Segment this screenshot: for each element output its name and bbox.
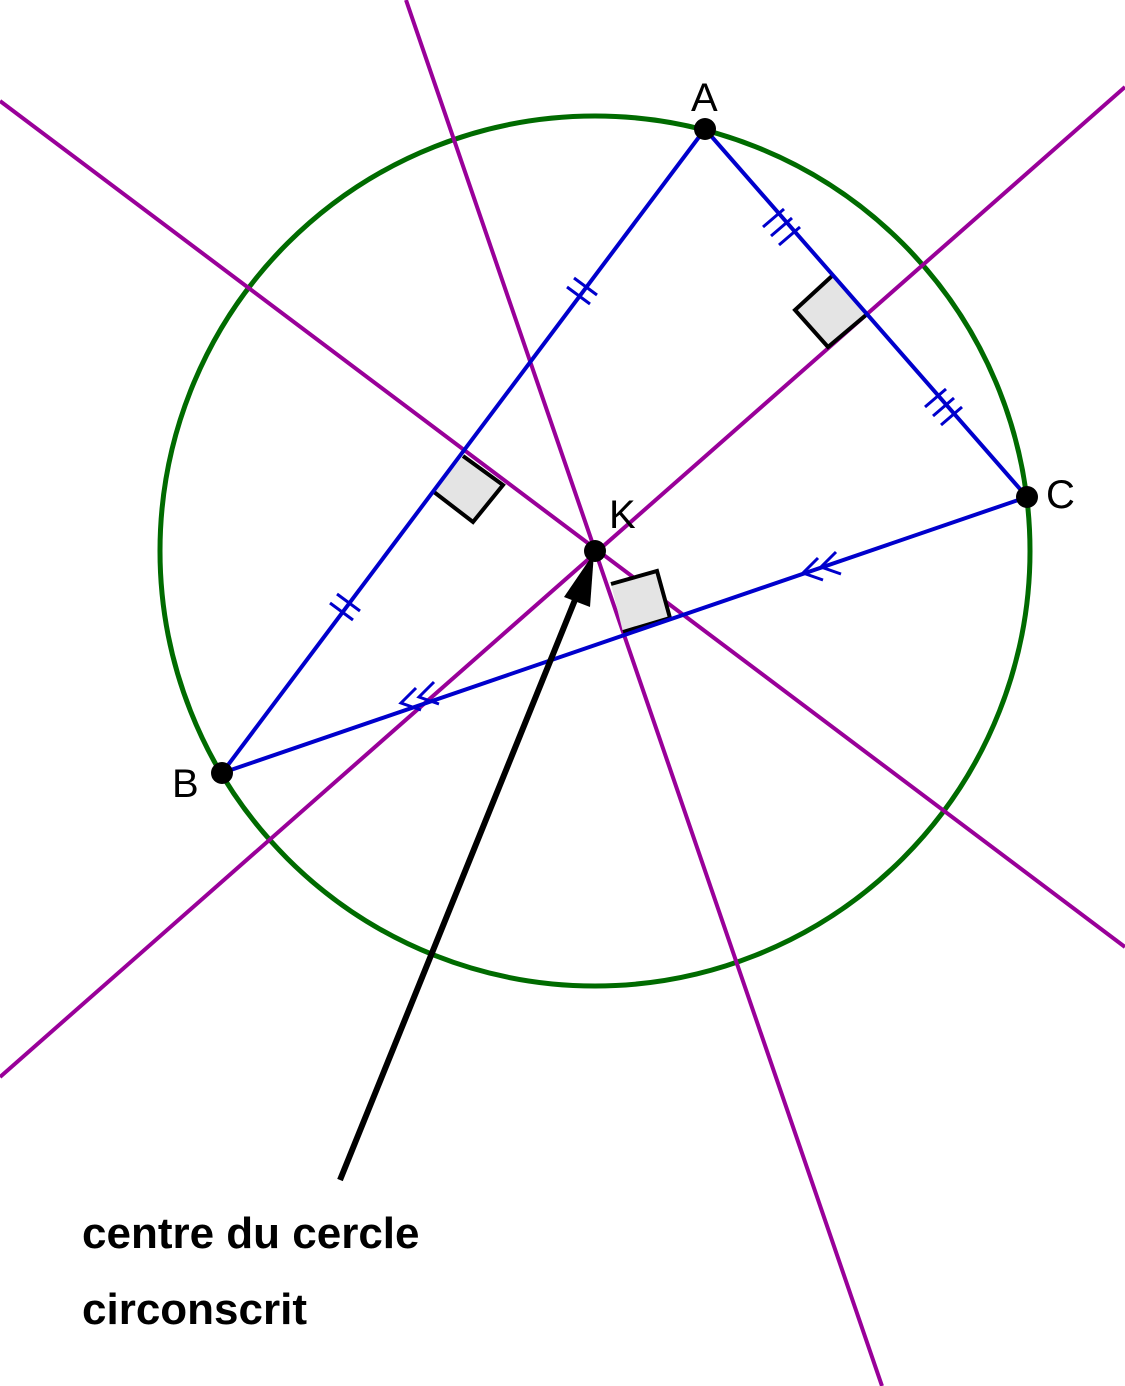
label-b: B: [172, 762, 199, 806]
label-a: A: [691, 76, 718, 120]
tick-mark-ac-upper: [762, 207, 785, 229]
side-ab: [220, 127, 707, 775]
side-bc: [221, 495, 1028, 775]
tick-mark-ac-lower: [932, 396, 955, 418]
tick-mark-ac-upper: [778, 225, 801, 247]
tick-mark-ab-lower: [336, 592, 361, 613]
circumscribed-circle: [157, 113, 1033, 989]
caption-line-2: circonscrit: [82, 1285, 307, 1334]
tick-mark-ac-lower: [940, 405, 963, 427]
tick-mark-bc-lower: [416, 680, 440, 706]
tick-mark-ab-lower: [329, 601, 354, 622]
tick-mark-ab-upper: [573, 276, 598, 297]
right-angle-marker-ac: [792, 274, 868, 350]
label-c: C: [1046, 473, 1075, 517]
point-c: [1016, 486, 1038, 508]
tick-mark-bc-lower: [398, 686, 422, 712]
vertices: [211, 118, 1038, 784]
point-k: [584, 540, 606, 562]
point-a: [694, 118, 716, 140]
bisector-of-ab: [0, 99, 1125, 949]
bisector-of-bc: [404, 0, 884, 1386]
caption-line-1: centre du cercle: [82, 1209, 420, 1258]
tick-mark-bc-upper: [800, 556, 824, 582]
point-b: [211, 762, 233, 784]
tick-marks: [329, 207, 963, 712]
pointer-arrow-head: [564, 553, 594, 607]
tick-mark-ac-lower: [924, 387, 947, 409]
right-angle-marker-bc: [610, 568, 673, 634]
caption: centre du cercle circonscrit: [82, 1196, 420, 1348]
side-ac: [703, 127, 1029, 499]
right-angle-marker-ab: [432, 454, 506, 525]
pointer-arrow-shaft: [337, 588, 582, 1182]
right-angle-markers: [432, 274, 868, 634]
tick-mark-ab-upper: [566, 285, 591, 306]
tick-mark-bc-upper: [818, 550, 842, 576]
label-k: K: [609, 493, 636, 537]
triangle-abc: [220, 127, 1029, 775]
bisector-of-ac: [0, 85, 1125, 1079]
tick-mark-ac-upper: [770, 216, 793, 238]
